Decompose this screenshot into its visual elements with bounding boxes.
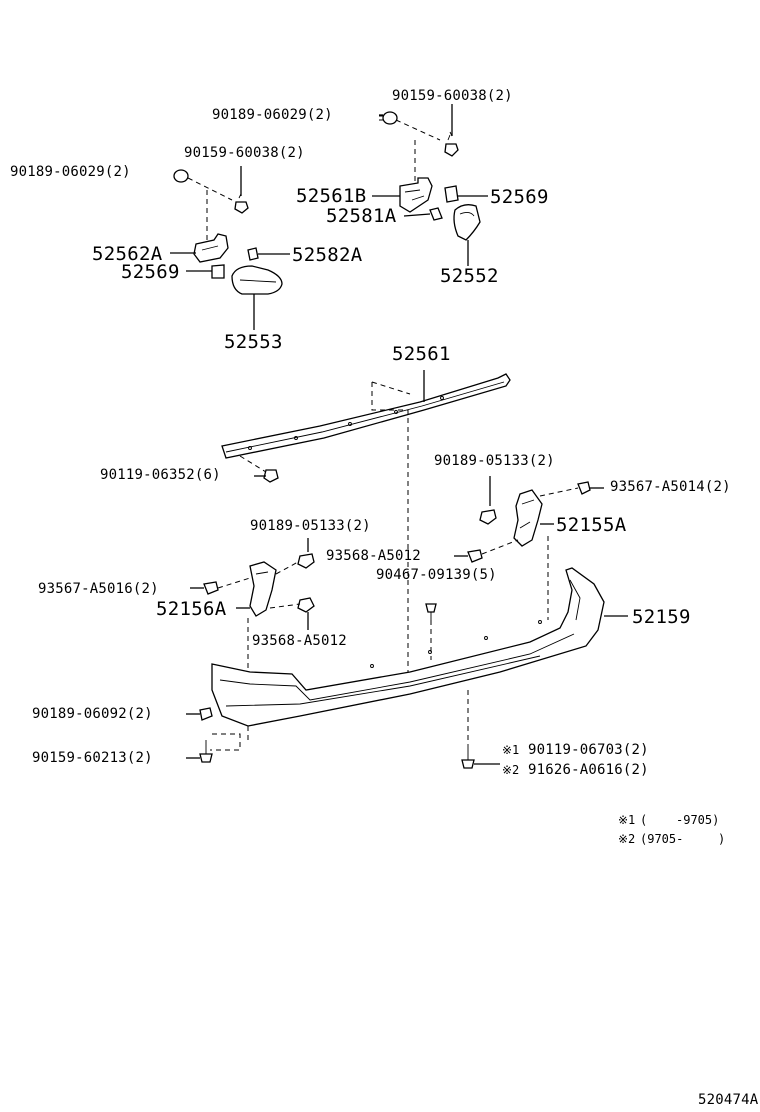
- label-90159-60038-top: 90159-60038(2): [392, 88, 513, 104]
- retainer-52155A: [479, 476, 604, 620]
- pad-52569-left: [211, 264, 225, 279]
- label-93568-A5012-upper: 93568-A5012: [326, 548, 421, 564]
- legend-note-1-open: (: [640, 813, 648, 827]
- lower-center-fastener: [461, 690, 500, 769]
- label-52553: 52553: [224, 331, 283, 353]
- legend-note-1-mark: ※1: [618, 813, 636, 827]
- label-52159: 52159: [632, 606, 691, 628]
- nut-93567-A5014: [577, 481, 591, 495]
- lower-left-fasteners: [186, 707, 241, 763]
- bracket-52561B: [399, 177, 433, 213]
- label-52561B: 52561B: [296, 185, 367, 207]
- screw-90159-60213: [199, 740, 213, 763]
- label-52562A: 52562A: [92, 243, 163, 265]
- label-90159-60213: 90159-60213(2): [32, 750, 153, 766]
- lamp-52553: [231, 265, 283, 295]
- clip-90467-09139: [425, 603, 437, 620]
- label-90467-09139: 90467-09139(5): [376, 567, 497, 583]
- label-52552: 52552: [440, 265, 499, 287]
- label-90189-06029-left: 90189-06029(2): [10, 164, 131, 180]
- clip-52581A: [429, 207, 443, 221]
- label-52581A: 52581A: [326, 205, 397, 227]
- label-93568-A5012-lower: 93568-A5012: [252, 633, 347, 649]
- label-90189-06092: 90189-06092(2): [32, 706, 153, 722]
- label-52569-left: 52569: [121, 261, 180, 283]
- nut-93568-A5012-lower: [297, 597, 315, 613]
- label-90189-05133-left: 90189-05133(2): [250, 518, 371, 534]
- clip-52582A: [247, 247, 259, 261]
- bumper-cover-52159: [211, 567, 628, 727]
- reinforcement-52561: [221, 370, 511, 680]
- label-90119-06352: 90119-06352(6): [100, 467, 221, 483]
- label-52582A: 52582A: [292, 244, 363, 266]
- clip-90189-06029-top: [379, 111, 398, 125]
- label-note-mark-2: ※2: [502, 763, 520, 777]
- label-note-mark-1: ※1: [502, 743, 520, 757]
- label-93567-A5016: 93567-A5016(2): [38, 581, 159, 597]
- diagram-code: 520474A: [698, 1092, 759, 1108]
- legend-note-2-close: ): [718, 832, 726, 846]
- label-52569-right: 52569: [490, 186, 549, 208]
- nut-93568-A5012-upper: [467, 549, 483, 563]
- label-52155A: 52155A: [556, 514, 627, 536]
- label-90159-60038-left: 90159-60038(2): [184, 145, 305, 161]
- pad-52569-right: [444, 185, 459, 203]
- label-90119-06703: 90119-06703(2): [528, 742, 649, 758]
- screw-90159-60038-top: [444, 131, 459, 157]
- label-91626-A0616: 91626-A0616(2): [528, 762, 649, 778]
- label-52561: 52561: [392, 343, 451, 365]
- legend-note-2-range: (9705-: [640, 832, 684, 846]
- clip-90189-06092: [199, 707, 213, 721]
- screw-90159-60038-left: [234, 193, 249, 214]
- label-52156A: 52156A: [156, 598, 227, 620]
- lamp-52552: [453, 204, 481, 241]
- legend-note-1-range: -9705): [676, 813, 720, 827]
- label-90189-06029-top: 90189-06029(2): [212, 107, 333, 123]
- nut-93567-A5016: [203, 581, 219, 595]
- label-93567-A5014: 93567-A5014(2): [610, 479, 731, 495]
- clip-90189-06029-left: [173, 169, 189, 183]
- bolt-90119-06352: [239, 455, 279, 483]
- label-90189-05133-right: 90189-05133(2): [434, 453, 555, 469]
- upper-right-lamp-group: [372, 104, 488, 266]
- legend-note-2-mark: ※2: [618, 832, 636, 846]
- clip-90189-05133-left: [297, 538, 315, 569]
- upper-left-lamp-group: [170, 166, 290, 330]
- clip-90189-05133-right: [479, 476, 497, 525]
